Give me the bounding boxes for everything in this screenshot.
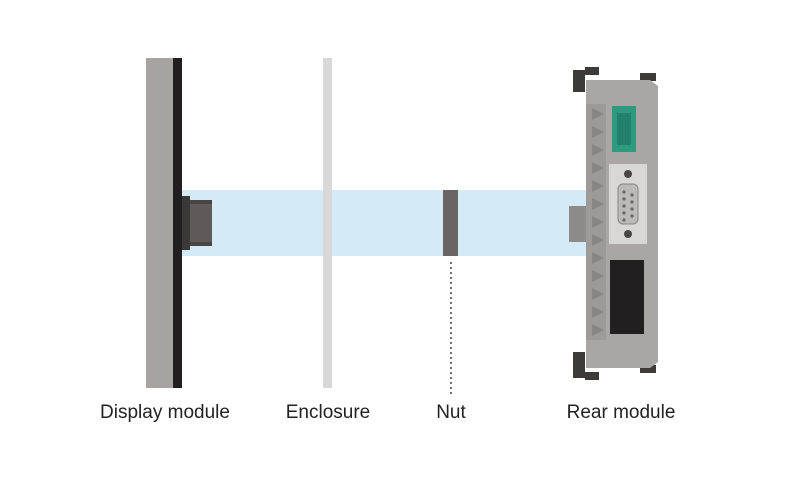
nut-label: Nut [436, 402, 466, 423]
black-port [610, 260, 644, 334]
housing-ribs [592, 108, 604, 336]
green-connector [612, 106, 636, 152]
mounting-bore-band [182, 190, 587, 256]
display-module [146, 58, 212, 388]
rear-module-label: Rear module [566, 402, 676, 423]
enclosure-label: Enclosure [285, 402, 371, 423]
nut-body [443, 190, 458, 256]
rear-module [569, 67, 658, 380]
rear-module-stud [569, 206, 586, 242]
display-module-front-face [173, 58, 182, 388]
top-clip [573, 67, 656, 92]
threaded-boss [182, 196, 212, 250]
serial-port [609, 164, 647, 244]
nut [443, 190, 458, 395]
display-module-body [146, 58, 173, 388]
bottom-clip [573, 352, 656, 380]
enclosure-panel [323, 58, 332, 388]
display-module-label: Display module [100, 402, 230, 423]
